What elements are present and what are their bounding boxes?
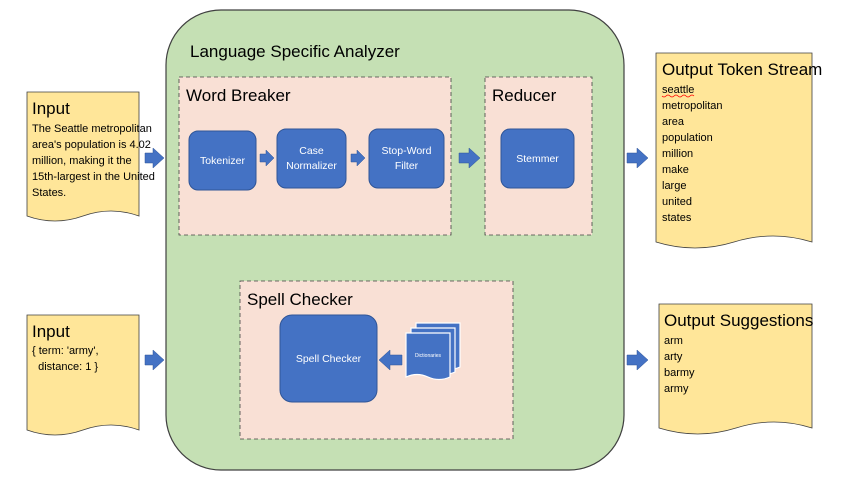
- output-token: population: [662, 132, 713, 144]
- output-suggestion: barmy: [664, 367, 695, 379]
- reducer-title: Reducer: [492, 86, 557, 105]
- output-token: area: [662, 116, 685, 128]
- tokenizer-label: Tokenizer: [200, 155, 245, 167]
- case-normalizer-node: [276, 128, 347, 189]
- spell-checker-node: [279, 314, 378, 403]
- output-token: united: [662, 196, 692, 208]
- case-normalizer-label-line2: Normalizer: [286, 160, 337, 172]
- input-text-line: The Seattle metropolitan: [32, 123, 152, 135]
- input-query-line: { term: 'army',: [32, 345, 99, 357]
- output-token: states: [662, 212, 692, 224]
- input-text-title: Input: [32, 99, 70, 118]
- input-query-line: distance: 1 }: [32, 361, 98, 373]
- output-tokens-title: Output Token Stream: [662, 60, 822, 79]
- arrow-word-breaker-to-reducer: [458, 147, 481, 169]
- spell-checker-title: Spell Checker: [247, 290, 353, 309]
- spell-checker-node-label: Spell Checker: [296, 353, 362, 365]
- arrow-tokenizer-to-case-normalizer: [259, 149, 275, 167]
- output-token: million: [662, 148, 693, 160]
- stop-word-filter-label-line2: Filter: [395, 160, 419, 172]
- stop-word-filter-node: [368, 128, 445, 189]
- output-suggestion: arty: [664, 351, 683, 363]
- arrow-input-to-analyzer: [144, 147, 165, 169]
- output-suggestions-title: Output Suggestions: [664, 311, 813, 330]
- spell-underline: [661, 94, 695, 98]
- analyzer-title: Language Specific Analyzer: [190, 42, 400, 61]
- dictionaries-label: Dictionaries: [415, 353, 442, 359]
- arrow-analyzer-to-output-tokens: [626, 147, 649, 169]
- output-token: make: [662, 164, 689, 176]
- output-suggestion: arm: [664, 335, 683, 347]
- input-query-document: [26, 314, 140, 436]
- output-token: large: [662, 180, 686, 192]
- stemmer-node: [500, 128, 575, 189]
- arrow-case-normalizer-to-stop-word-filter: [350, 149, 366, 167]
- input-text-line: States.: [32, 187, 66, 199]
- output-suggestions-document: [658, 303, 813, 435]
- output-tokens-document: [655, 52, 813, 249]
- output-suggestion: army: [664, 383, 689, 395]
- arrow-analyzer-to-output-suggestions: [626, 349, 649, 371]
- input-text-line: area's population is 4.02: [32, 139, 151, 151]
- input-text-line: 15th-largest in the United: [32, 171, 155, 183]
- word-breaker-title: Word Breaker: [186, 86, 291, 105]
- input-text-line: million, making it the: [32, 155, 132, 167]
- input-text-document: [26, 91, 140, 222]
- stemmer-label: Stemmer: [516, 153, 559, 165]
- stop-word-filter-label-line1: Stop-Word: [382, 145, 432, 157]
- arrow-dictionaries-to-spell-checker: [378, 349, 403, 371]
- case-normalizer-label-line1: Case: [299, 145, 324, 157]
- tokenizer-node: [188, 130, 257, 191]
- dictionaries-icon: [405, 322, 461, 381]
- input-query-title: Input: [32, 322, 70, 341]
- output-token: metropolitan: [662, 100, 723, 112]
- arrow-query-to-analyzer: [144, 349, 165, 371]
- output-token: seattle: [662, 84, 694, 96]
